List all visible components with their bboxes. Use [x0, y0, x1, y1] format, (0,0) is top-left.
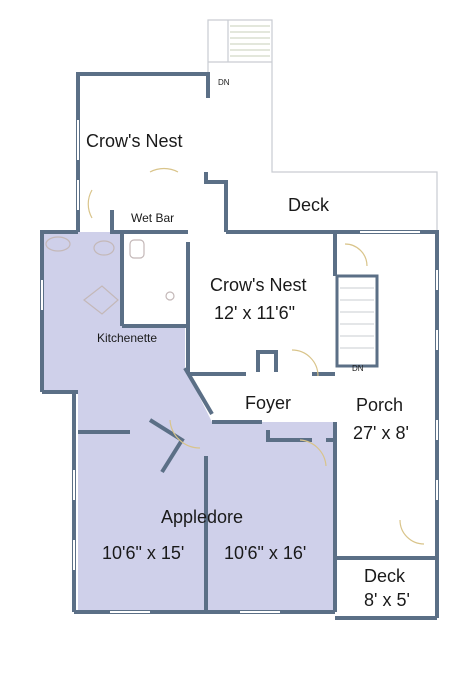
appledore-label: Appledore: [161, 507, 243, 527]
upper-balcony-outline: [207, 19, 438, 232]
appledore-left-size: 10'6" x 15': [102, 543, 184, 563]
top-stairs-down-label: DN: [218, 78, 230, 87]
sink-icon: [45, 236, 71, 252]
deck-bottom-size: 8' x 5': [364, 590, 410, 610]
foyer-label: Foyer: [245, 393, 291, 413]
window-trim: [41, 120, 438, 613]
crows-nest-main-label: Crow's Nest: [210, 275, 306, 295]
drain-icon: [165, 291, 175, 301]
crows-nest-main-size: 12' x 11'6": [214, 303, 295, 323]
deck-top-label: Deck: [288, 195, 330, 215]
porch-stairs-down-label: DN: [352, 364, 364, 373]
shower-icon: [83, 285, 119, 315]
door-swings: [87, 168, 425, 545]
wet-bar-label: Wet Bar: [131, 211, 174, 225]
deck-bottom-label: Deck: [364, 566, 406, 586]
appledore-suite-fill: [42, 232, 335, 612]
porch-label: Porch: [356, 395, 403, 415]
appledore-right-size: 10'6" x 16': [224, 543, 306, 563]
sink-icon: [93, 240, 115, 256]
porch-stairs: [335, 274, 379, 368]
porch-size: 27' x 8': [353, 423, 409, 443]
bath-fixtures: [45, 236, 175, 315]
toilet-icon: [129, 239, 145, 259]
kitchenette-label: Kitchenette: [97, 331, 157, 345]
top-stairs: [230, 25, 270, 57]
crows-nest-upper-label: Crow's Nest: [86, 131, 182, 151]
